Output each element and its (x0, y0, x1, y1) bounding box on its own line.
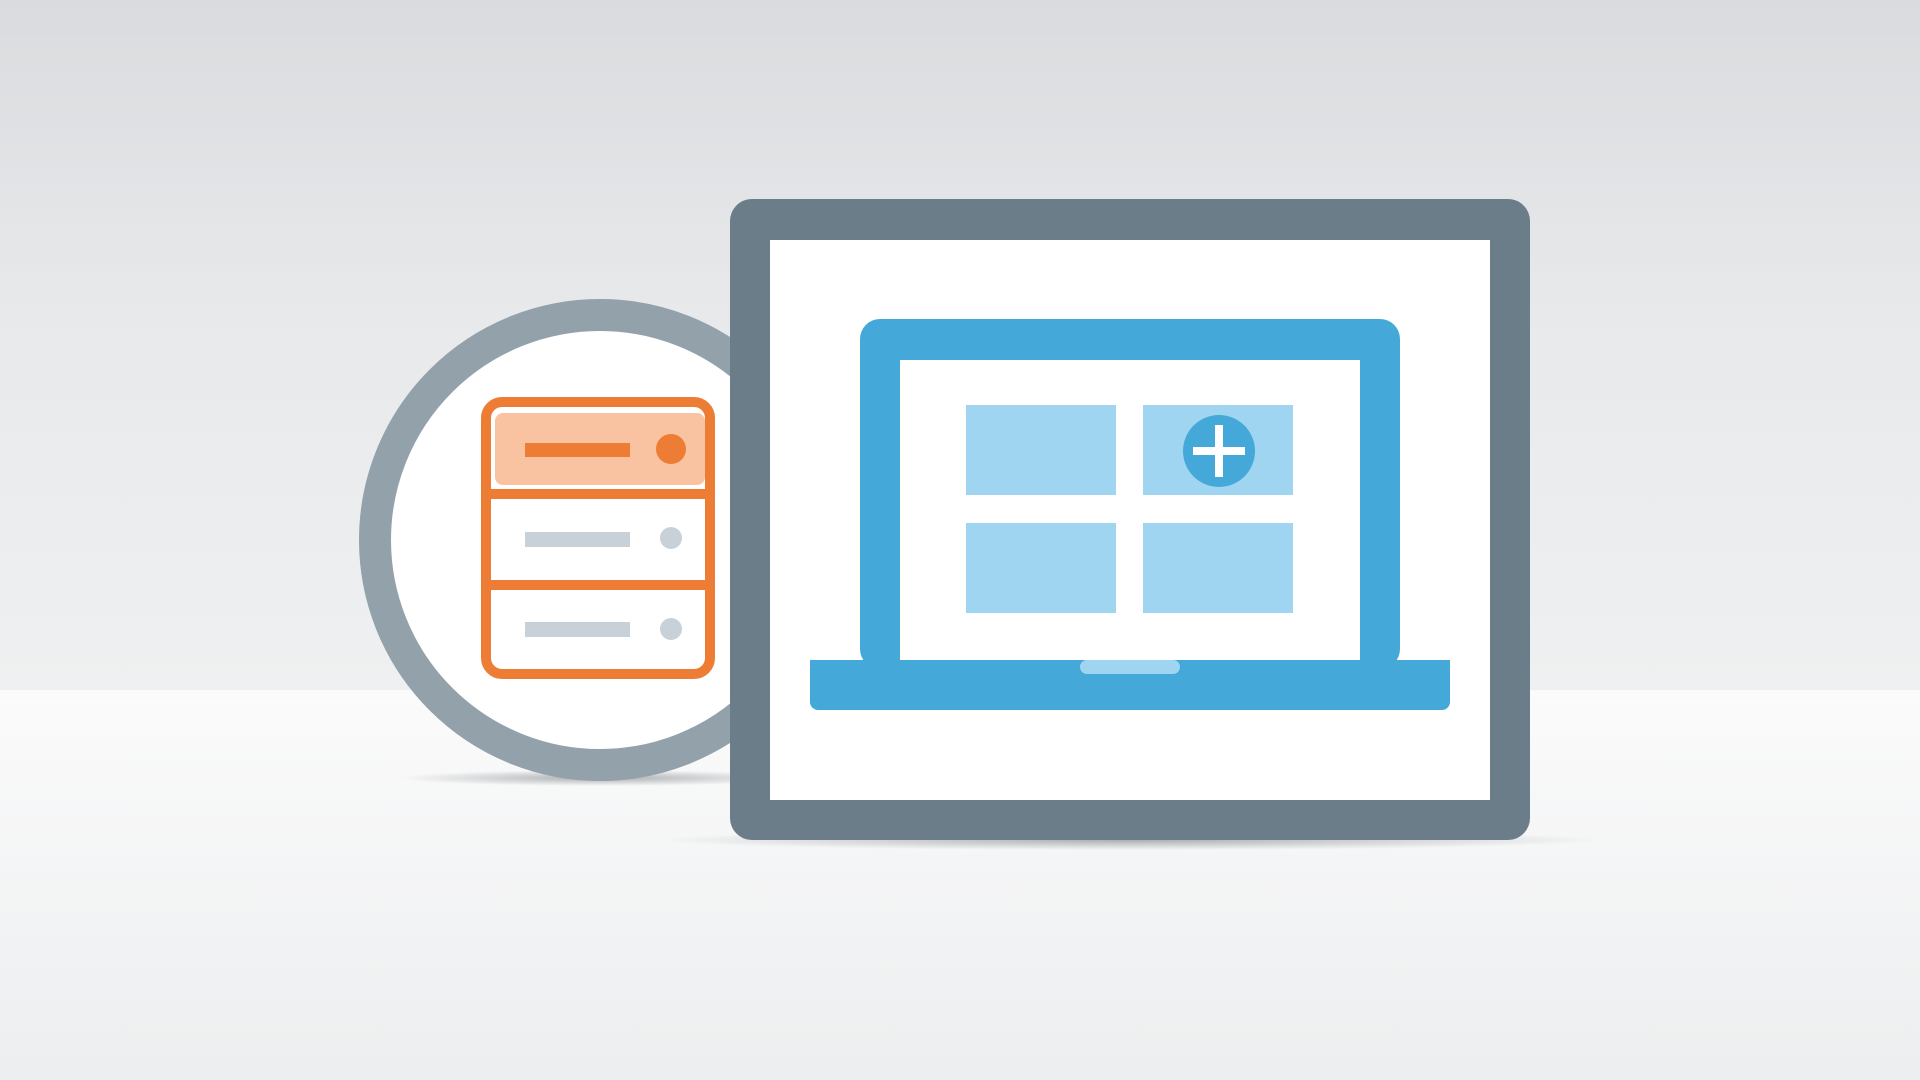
laptop-icon (810, 319, 1450, 710)
server-unit-idle (495, 593, 705, 665)
server-unit-idle (495, 502, 705, 576)
server-unit-active (495, 413, 705, 485)
window-tile (966, 523, 1116, 613)
laptop-trackpad-notch (1080, 660, 1180, 674)
add-plus-icon (1183, 415, 1255, 487)
server-rack-icon (481, 397, 715, 679)
window-tile (966, 405, 1116, 495)
window-tile (1143, 523, 1293, 613)
